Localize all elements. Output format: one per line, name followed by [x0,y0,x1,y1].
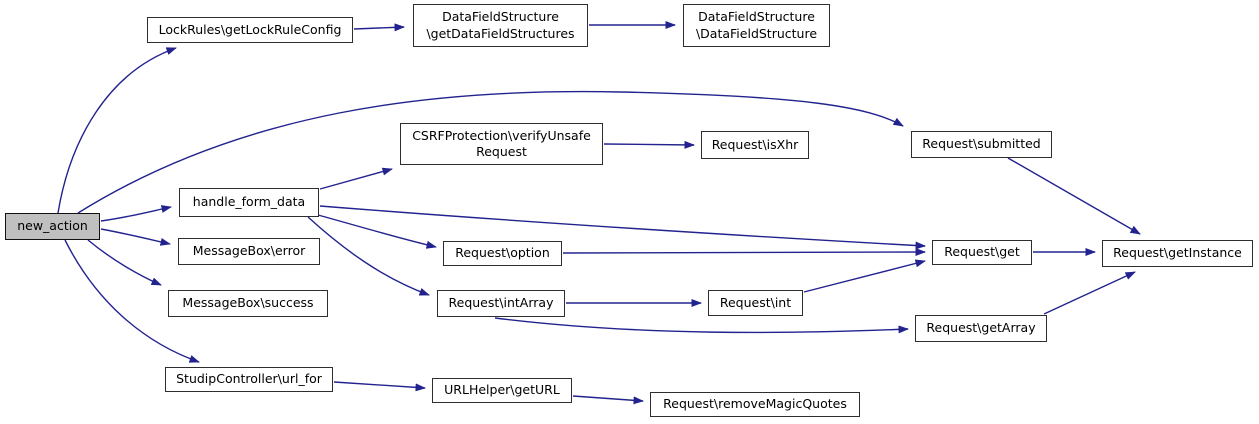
edge-handle_form_data-to-option [317,214,437,249]
edge-new_action-to-message_box_success [87,239,162,286]
edge-int-to-get [803,259,926,293]
edge-get_array-to-get_instance [1043,271,1136,315]
graph-node-is_xhr[interactable]: Request\isXhr [701,131,809,159]
graph-node-url_for[interactable]: StudipController\url_for [165,367,333,392]
edge-new_action-to-url_for [64,239,200,363]
graph-node-new_action[interactable]: new_action [5,213,100,240]
edge-handle_form_data-to-verify_unsafe_request [319,167,393,190]
edge-new_action-to-handle_form_data [100,205,172,222]
graph-node-option[interactable]: Request\option [443,241,562,266]
graph-node-lock_rule_config[interactable]: LockRules\getLockRuleConfig [147,17,353,43]
edge-handle_form_data-to-int_array [307,216,430,296]
graph-node-get[interactable]: Request\get [932,240,1032,265]
edge-new_action-to-submitted [77,90,904,214]
graph-node-get_array[interactable]: Request\getArray [915,315,1047,342]
graph-node-int_array[interactable]: Request\intArray [437,290,565,317]
edge-handle_form_data-to-get [319,205,926,250]
edge-option-to-get [562,248,926,257]
graph-node-get_instance[interactable]: Request\getInstance [1102,240,1253,267]
edge-lock_rule_config-to-get_data_field_structures [353,23,405,32]
graph-node-message_box_error[interactable]: MessageBox\error [178,238,320,265]
graph-node-message_box_success[interactable]: MessageBox\success [168,290,328,317]
graph-node-verify_unsafe_request[interactable]: CSRFProtection\verifyUnsafe Request [400,123,603,165]
graph-node-handle_form_data[interactable]: handle_form_data [179,188,319,217]
graph-node-data_field_structure[interactable]: DataFieldStructure \DataFieldStructure [683,4,830,47]
edge-submitted-to-get_instance [1007,157,1141,235]
edge-url_for-to-get_url [333,381,426,392]
edge-new_action-to-lock_rule_config [57,47,177,214]
graph-node-submitted[interactable]: Request\submitted [911,131,1052,158]
edge-verify_unsafe_request-to-is_xhr [603,140,695,149]
edge-int_array-to-get_array [494,317,909,334]
edge-get_url-to-remove_magic_quotes [572,395,644,405]
edge-new_action-to-message_box_error [100,228,171,246]
graph-node-get_data_field_structures[interactable]: DataFieldStructure \getDataFieldStructur… [413,4,588,47]
graph-node-get_url[interactable]: URLHelper\getURL [432,378,572,403]
graph-node-int[interactable]: Request\int [708,290,803,316]
graph-node-remove_magic_quotes[interactable]: Request\removeMagicQuotes [650,392,860,417]
